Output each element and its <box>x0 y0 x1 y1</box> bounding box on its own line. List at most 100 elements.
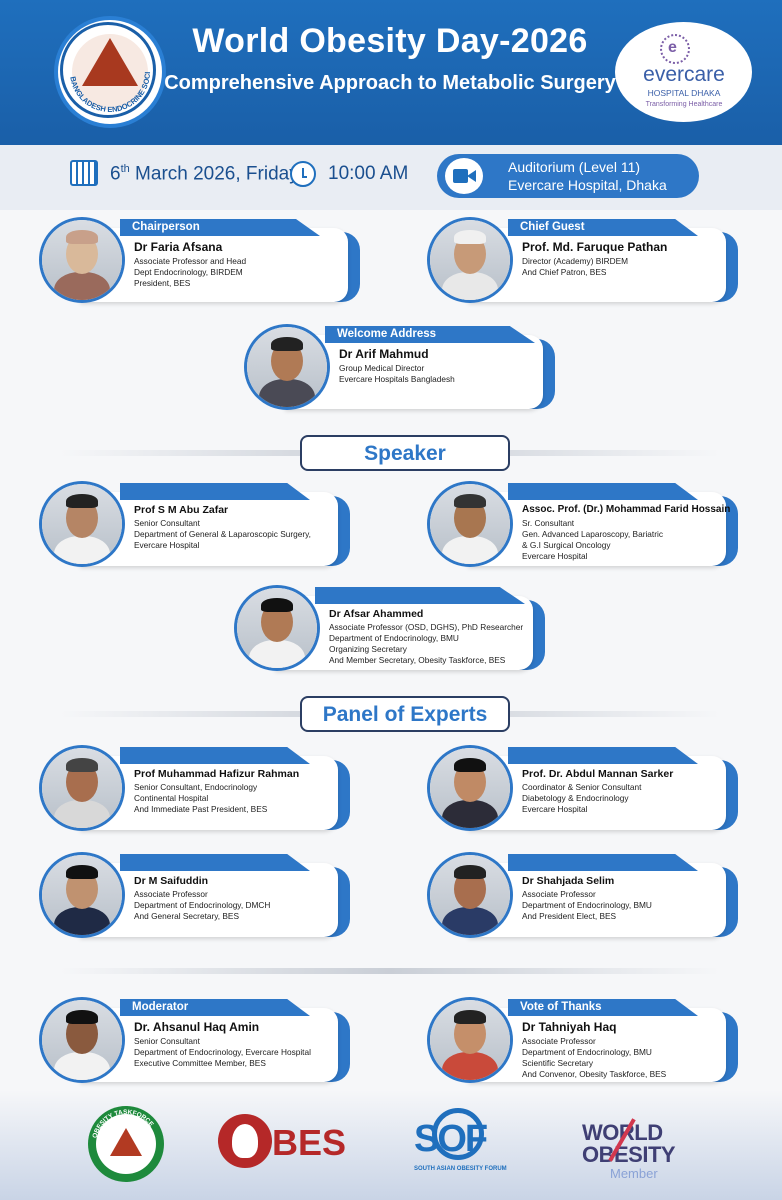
card-body <box>468 492 726 566</box>
venue-line1: Auditorium (Level 11) <box>508 159 641 175</box>
bes-logo: BANGLADESH ENDOCRINE SOCIETY <box>58 20 162 124</box>
evercare-e-icon: e <box>660 34 690 64</box>
person-detail-line: Associate Professor <box>522 1036 596 1046</box>
world-obesity-logo: WORLD OBESITY Member <box>582 1118 676 1181</box>
person-detail-line: Organizing Secretary <box>329 644 407 654</box>
person-name: Dr. Ahsanul Haq Amin <box>134 1020 260 1034</box>
person-name: Dr Faria Afsana <box>134 240 223 254</box>
person-detail-line: Diabetology & Endocrinology <box>522 793 629 803</box>
card-body <box>80 756 338 830</box>
card-body <box>80 228 348 302</box>
role-tag: Moderator <box>120 999 310 1016</box>
portrait-photo <box>42 1000 122 1080</box>
person-detail-line: Director (Academy) BIRDEM <box>522 256 629 266</box>
portrait-photo <box>430 220 510 300</box>
card-body <box>468 756 726 830</box>
person-detail-line: Department of Endocrinology, BMU <box>522 1047 652 1057</box>
clock-icon <box>290 161 316 187</box>
person-name: Assoc. Prof. (Dr.) Mohammad Farid Hossai… <box>522 504 731 515</box>
person-detail-line: Associate Professor <box>134 889 208 899</box>
evercare-sub: HOSPITAL DHAKA <box>647 88 721 98</box>
event-time: 10:00 AM <box>328 163 409 184</box>
bes-footer-text: BES <box>272 1122 347 1163</box>
person-detail-line: Executive Committee Member, BES <box>134 1058 266 1068</box>
person-detail-line: And President Elect, BES <box>522 911 617 921</box>
evercare-name: evercare <box>643 63 725 86</box>
person-detail-line: Associate Professor (OSD, DGHS), PhD Res… <box>329 622 524 632</box>
portrait-photo <box>430 855 510 935</box>
role-tag-blank <box>315 587 525 604</box>
portrait-photo <box>237 588 317 668</box>
role-tag-blank <box>120 854 310 871</box>
role-tag: Chairperson <box>120 219 320 236</box>
portrait-photo <box>42 855 122 935</box>
role-tag-blank <box>508 483 698 500</box>
person-detail-line: And Convenor, Obesity Taskforce, BES <box>522 1069 667 1079</box>
person-detail-line: Associate Professor and Head <box>134 256 247 266</box>
evercare-tagline: Transforming Healthcare <box>645 101 723 108</box>
svg-text:BANGLADESH ENDOCRINE SOCIETY: BANGLADESH ENDOCRINE SOCIETY <box>58 20 152 114</box>
event-date: 6th March 2026, Friday <box>110 163 299 185</box>
svg-text:OBESITY TASKFORCE: OBESITY TASKFORCE <box>92 1109 155 1139</box>
person-detail-line: Sr. Consultant <box>522 518 575 528</box>
person-detail-line: & G.I Surgical Oncology <box>522 540 611 550</box>
card-body <box>80 492 338 566</box>
speaker-heading: Speaker <box>300 435 510 471</box>
person-name: Prof. Md. Faruque Pathan <box>522 240 668 254</box>
portrait-photo <box>247 327 327 407</box>
card-body <box>468 1008 726 1082</box>
person-name: Prof Muhammad Hafizur Rahman <box>134 768 300 780</box>
portrait-photo <box>430 1000 510 1080</box>
person-detail-line: Associate Professor <box>522 889 596 899</box>
portrait-photo <box>430 748 510 828</box>
person-name: Dr Afsar Ahammed <box>329 608 424 620</box>
person-detail-line: Coordinator & Senior Consultant <box>522 782 642 792</box>
video-camera-icon <box>445 158 483 194</box>
card-body <box>468 228 726 302</box>
person-detail-line: And Immediate Past President, BES <box>134 804 268 814</box>
role-tag: Vote of Thanks <box>508 999 698 1016</box>
person-detail-line: And General Secretary, BES <box>134 911 239 921</box>
person-name: Dr Arif Mahmud <box>339 347 429 361</box>
panel-heading: Panel of Experts <box>300 696 510 732</box>
person-detail-line: Senior Consultant <box>134 518 200 528</box>
card-body <box>275 596 533 670</box>
person-detail-line: Evercare Hospitals Bangladesh <box>339 374 455 384</box>
person-detail-line: President, BES <box>134 278 191 288</box>
role-tag-blank <box>120 483 310 500</box>
person-name: Dr M Saifuddin <box>134 875 209 887</box>
portrait-photo <box>42 484 122 564</box>
role-tag: Chief Guest <box>508 219 698 236</box>
person-name: Dr Tahniyah Haq <box>522 1020 617 1034</box>
divider <box>60 968 720 974</box>
event-title: World Obesity Day-2026 <box>192 22 588 60</box>
person-detail-line: And Chief Patron, BES <box>522 267 607 277</box>
card-body <box>80 863 338 937</box>
card-body <box>80 1008 338 1082</box>
person-detail-line: Evercare Hospital <box>134 540 200 550</box>
person-name: Prof S M Abu Zafar <box>134 504 229 516</box>
person-name: Prof. Dr. Abdul Mannan Sarker <box>522 768 674 780</box>
venue-line2: Evercare Hospital, Dhaka <box>508 177 667 193</box>
role-tag: Welcome Address <box>325 326 535 343</box>
person-detail-line: Department of Endocrinology, DMCH <box>134 900 271 910</box>
card-body <box>468 863 726 937</box>
person-detail-line: Gen. Advanced Laparoscopy, Bariatric <box>522 529 663 539</box>
person-detail-line: Evercare Hospital <box>522 551 588 561</box>
obesity-taskforce-logo: OBESITY TASKFORCE <box>88 1106 164 1182</box>
person-detail-line: And Member Secretary, Obesity Taskforce,… <box>329 655 506 665</box>
portrait-photo <box>430 484 510 564</box>
calendar-icon <box>70 160 98 186</box>
person-detail-line: Department of Endocrinology, BMU <box>522 900 652 910</box>
role-tag-blank <box>508 747 698 764</box>
person-detail-line: Continental Hospital <box>134 793 209 803</box>
card-body <box>285 335 543 409</box>
